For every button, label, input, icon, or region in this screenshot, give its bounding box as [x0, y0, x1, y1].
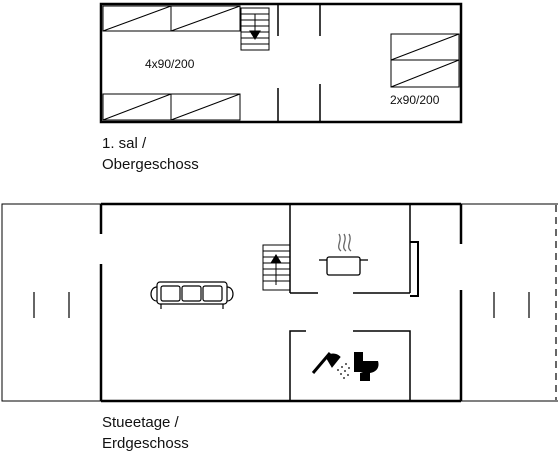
upper-floor-plan — [99, 2, 463, 124]
bed-top-left — [102, 5, 172, 32]
bed-bottom-right — [170, 93, 241, 121]
toilet-icon — [354, 352, 379, 381]
bed-count-right: 2x90/200 — [390, 93, 440, 107]
ground-floor-label-line1: Stueetage / — [102, 414, 179, 431]
bed-bottom-left — [102, 93, 172, 121]
upper-floor-label-line2: Obergeschoss — [102, 156, 199, 173]
sofa-icon — [150, 281, 234, 309]
ground-floor-label-line2: Erdgeschoss — [102, 435, 189, 452]
bathroom-walls — [289, 330, 411, 401]
shower-icon — [311, 352, 350, 379]
bed-right-lower — [390, 59, 460, 88]
ground-floor-plan — [1, 202, 558, 403]
terrace-left — [1, 203, 101, 402]
bed-top-right — [170, 5, 241, 32]
cooking-pot-icon — [319, 233, 368, 276]
stairs-up-icon — [262, 244, 291, 291]
bed-right-upper — [390, 33, 460, 61]
stairs-down-icon — [240, 7, 270, 51]
entry-niche — [410, 241, 419, 297]
upper-floor-label-line1: 1. sal / — [102, 135, 147, 152]
bed-count-left: 4x90/200 — [145, 57, 195, 71]
upper-outer-walls — [99, 2, 463, 124]
